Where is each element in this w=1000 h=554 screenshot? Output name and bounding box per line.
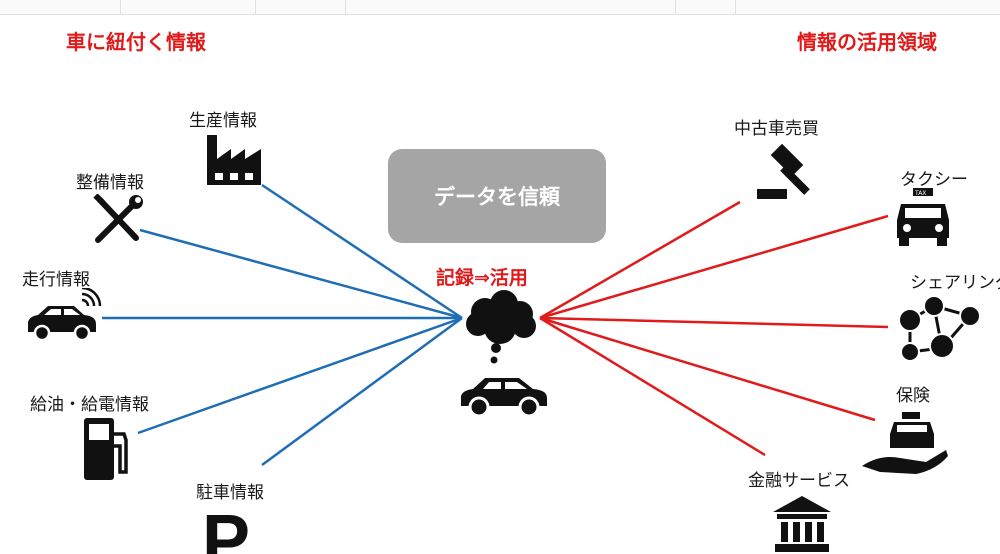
connected-car-icon bbox=[28, 288, 102, 342]
label-insurance: 保険 bbox=[896, 386, 930, 406]
column-divider bbox=[735, 0, 737, 14]
column-divider bbox=[675, 0, 677, 14]
fuel-pump-icon bbox=[84, 418, 128, 480]
column-divider bbox=[255, 0, 257, 14]
hand-taxi-icon bbox=[862, 412, 948, 474]
left-connectors bbox=[102, 183, 463, 467]
network-people-icon bbox=[898, 295, 981, 362]
line-finance bbox=[539, 316, 766, 457]
label-production: 生産情報 bbox=[189, 111, 257, 131]
column-divider bbox=[120, 0, 122, 14]
line-insurance bbox=[539, 316, 876, 422]
taxi-icon: TAX bbox=[897, 188, 949, 246]
svg-text:P: P bbox=[202, 503, 250, 554]
line-fueling bbox=[137, 316, 463, 435]
label-taxi: タクシー bbox=[900, 170, 968, 190]
label-maintenance: 整備情報 bbox=[76, 173, 144, 193]
line-used-car bbox=[539, 200, 741, 320]
line-maintenance bbox=[139, 228, 463, 320]
right-connectors bbox=[539, 200, 889, 457]
label-parking: 駐車情報 bbox=[196, 483, 264, 503]
line-taxi bbox=[539, 214, 889, 320]
gavel-icon bbox=[757, 143, 810, 199]
label-used-car: 中古車売買 bbox=[734, 119, 819, 139]
line-production bbox=[261, 183, 463, 320]
svg-text:TAX: TAX bbox=[914, 190, 926, 197]
header-right: 情報の活用領域 bbox=[797, 30, 937, 54]
record-utilize-label: 記録⇒活用 bbox=[436, 267, 528, 289]
line-sharing bbox=[539, 316, 889, 329]
column-divider bbox=[345, 0, 347, 14]
factory-icon bbox=[207, 135, 261, 185]
top-header-strip bbox=[0, 0, 1000, 15]
label-finance: 金融サービス bbox=[748, 471, 850, 491]
trust-data-box: データを信頼 bbox=[388, 149, 606, 243]
bank-icon bbox=[773, 496, 831, 552]
car-icon bbox=[461, 378, 547, 418]
wrench-screwdriver-icon bbox=[93, 194, 143, 243]
line-parking bbox=[261, 316, 463, 467]
parking-icon: P bbox=[202, 503, 250, 554]
cloud-icon bbox=[466, 290, 536, 364]
label-driving: 走行情報 bbox=[22, 270, 90, 290]
label-sharing: シェアリング bbox=[910, 273, 1000, 293]
header-left: 車に紐付く情報 bbox=[66, 30, 206, 54]
label-fueling: 給油・給電情報 bbox=[30, 395, 149, 415]
